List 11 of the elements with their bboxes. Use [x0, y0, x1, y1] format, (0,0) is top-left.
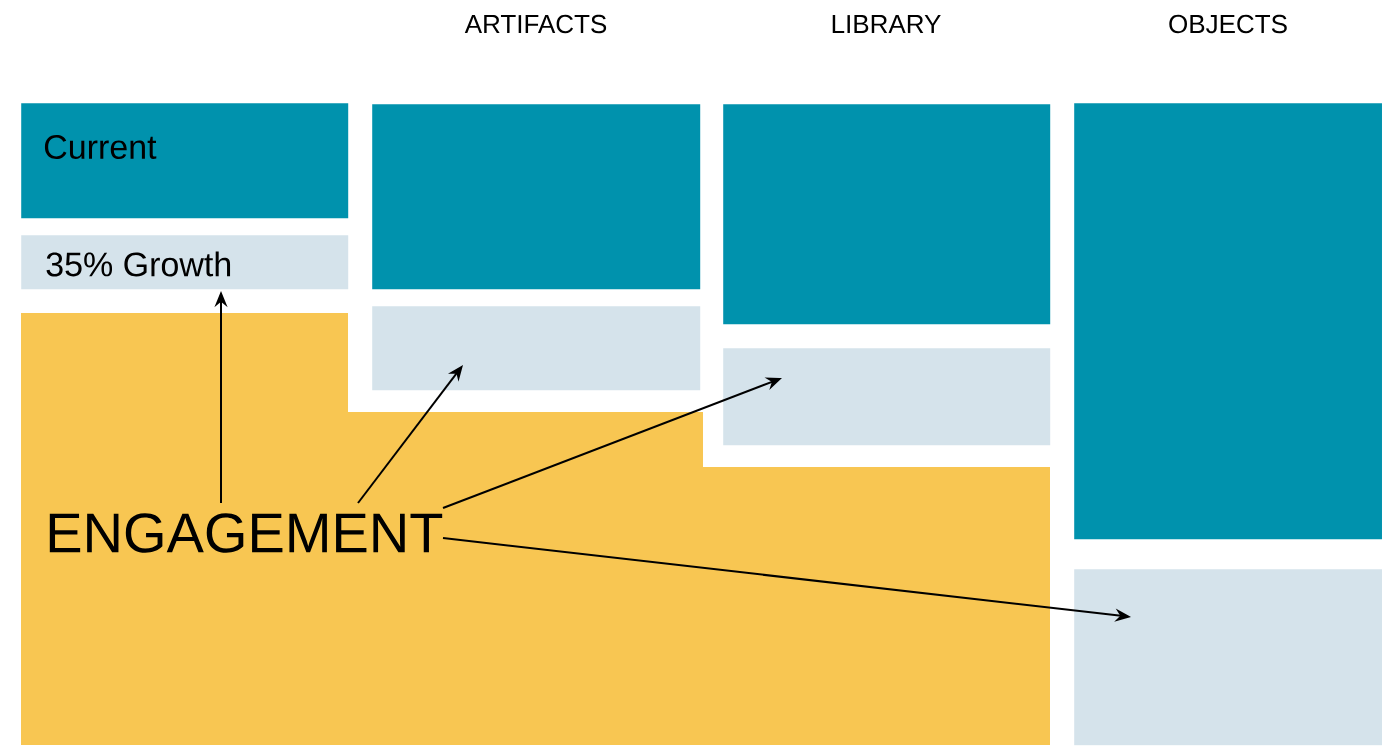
text-box: Current — [21, 103, 349, 219]
engagement-area: ENGAGEMENT — [21, 313, 1050, 745]
node-label: OBJECTS — [1169, 14, 1287, 34]
column-block: OBJECTS — [1074, 14, 1382, 540]
growth-bar — [372, 306, 701, 391]
node-label: ARTIFACTS — [464, 14, 607, 34]
node-label: LIBRARY — [832, 15, 941, 33]
text-box: 35% Growth — [21, 235, 349, 290]
growth-bar — [1074, 569, 1382, 746]
column-block: ARTIFACTS — [372, 14, 701, 290]
growth-bar — [723, 348, 1051, 446]
